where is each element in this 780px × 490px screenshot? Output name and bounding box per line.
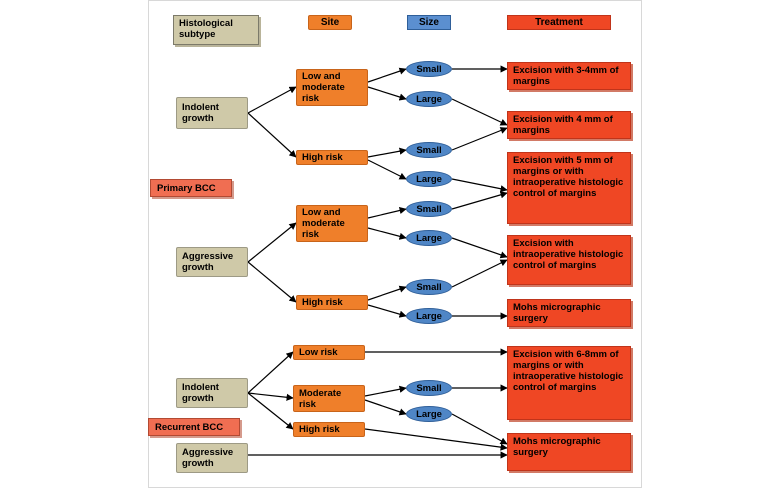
size-small-3: Small xyxy=(406,201,452,217)
site-primary-aggressive-high: High risk xyxy=(296,295,368,310)
edge-high-to-t7 xyxy=(364,428,508,451)
size-large-1: Large xyxy=(406,91,452,107)
edge-indolent-to-lowmod xyxy=(247,86,297,114)
size-large-3: Large xyxy=(406,230,452,246)
treatment-mohs-primary: Mohs micrographic surgery xyxy=(507,299,631,327)
edge-moderate-to-small xyxy=(364,385,407,397)
edge-lowmod1-to-large xyxy=(367,86,407,101)
edge-rind-to-low xyxy=(247,351,294,394)
header-histological-subtype: Histological subtype xyxy=(173,15,259,45)
subtype-indolent-primary: Indolent growth xyxy=(176,97,248,129)
header-site: Site xyxy=(308,15,352,30)
treatment-excision-4mm: Excision with 4 mm of margins xyxy=(507,111,631,139)
size-small-1: Small xyxy=(406,61,452,77)
subtype-aggressive-recurrent: Aggressive growth xyxy=(176,443,248,473)
edge-lowmod2-to-large xyxy=(367,227,407,240)
site-recurrent-low: Low risk xyxy=(293,345,365,360)
label-primary-bcc: Primary BCC xyxy=(150,179,232,197)
edge-rind-to-moderate xyxy=(247,392,294,401)
edge-high2-to-small xyxy=(367,285,407,301)
size-small-4: Small xyxy=(406,279,452,295)
size-large-4: Large xyxy=(406,308,452,324)
edge-small2-to-t2 xyxy=(451,127,508,151)
size-large-2: Large xyxy=(406,171,452,187)
edge-rind-to-high xyxy=(247,392,294,430)
treatment-excision-3-4mm: Excision with 3-4mm of margins xyxy=(507,62,631,90)
edge-aggr-to-high xyxy=(247,261,297,303)
edge-large1-to-t2 xyxy=(451,98,508,126)
edge-large3-to-t4 xyxy=(451,237,508,259)
header-treatment: Treatment xyxy=(507,15,611,30)
treatment-mohs-recurrent: Mohs micrographic surgery xyxy=(507,433,631,471)
edge-small4-to-t4 xyxy=(451,259,508,288)
treatment-excision-6-8mm: Excision with 6-8mm of margins or with i… xyxy=(507,346,631,420)
edge-lowmod1-to-small xyxy=(367,67,407,83)
edge-high1-to-small xyxy=(367,147,407,158)
size-small-5: Small xyxy=(406,380,452,396)
site-primary-indolent-high: High risk xyxy=(296,150,368,165)
edge-small3-to-t3 xyxy=(451,191,508,210)
treatment-intraoperative-control: Excision with intraoperative histologic … xyxy=(507,235,631,285)
site-recurrent-high: High risk xyxy=(293,422,365,437)
subtype-aggressive-primary: Aggressive growth xyxy=(176,247,248,277)
size-small-2: Small xyxy=(406,142,452,158)
edge-large5-to-t7 xyxy=(451,413,508,445)
figure-frame xyxy=(148,0,642,488)
subtype-indolent-recurrent: Indolent growth xyxy=(176,378,248,408)
site-primary-indolent-low-moderate: Low and moderate risk xyxy=(296,69,368,106)
edge-high2-to-large xyxy=(367,304,407,318)
site-recurrent-moderate: Moderate risk xyxy=(293,385,365,412)
size-large-5: Large xyxy=(406,406,452,422)
edge-aggr-to-lowmod xyxy=(247,222,297,263)
edge-indolent-to-high xyxy=(247,112,297,158)
edge-high1-to-large xyxy=(367,159,407,180)
header-size: Size xyxy=(407,15,451,30)
site-primary-aggressive-low-moderate: Low and moderate risk xyxy=(296,205,368,242)
treatment-excision-5mm: Excision with 5 mm of margins or with in… xyxy=(507,152,631,224)
edge-moderate-to-large xyxy=(364,399,407,416)
edge-lowmod2-to-small xyxy=(367,206,407,219)
edge-large2-to-t3 xyxy=(451,178,508,193)
label-recurrent-bcc: Recurrent BCC xyxy=(148,418,240,436)
